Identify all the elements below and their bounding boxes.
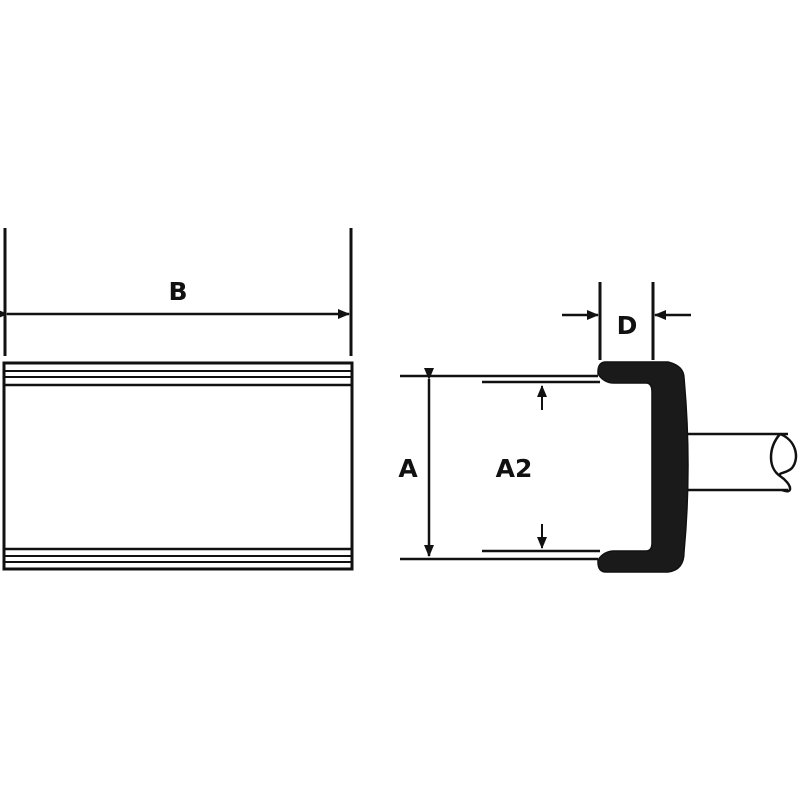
tip-head [597,361,689,573]
label-d: D [617,311,638,340]
tip-shaft [688,432,788,492]
label-a2: A2 [496,454,533,483]
label-b: B [168,277,187,306]
top-view [0,228,354,571]
tip-body-outline [2,361,354,571]
side-view [400,282,798,561]
shaft-break [769,432,798,493]
label-a: A [398,454,418,483]
